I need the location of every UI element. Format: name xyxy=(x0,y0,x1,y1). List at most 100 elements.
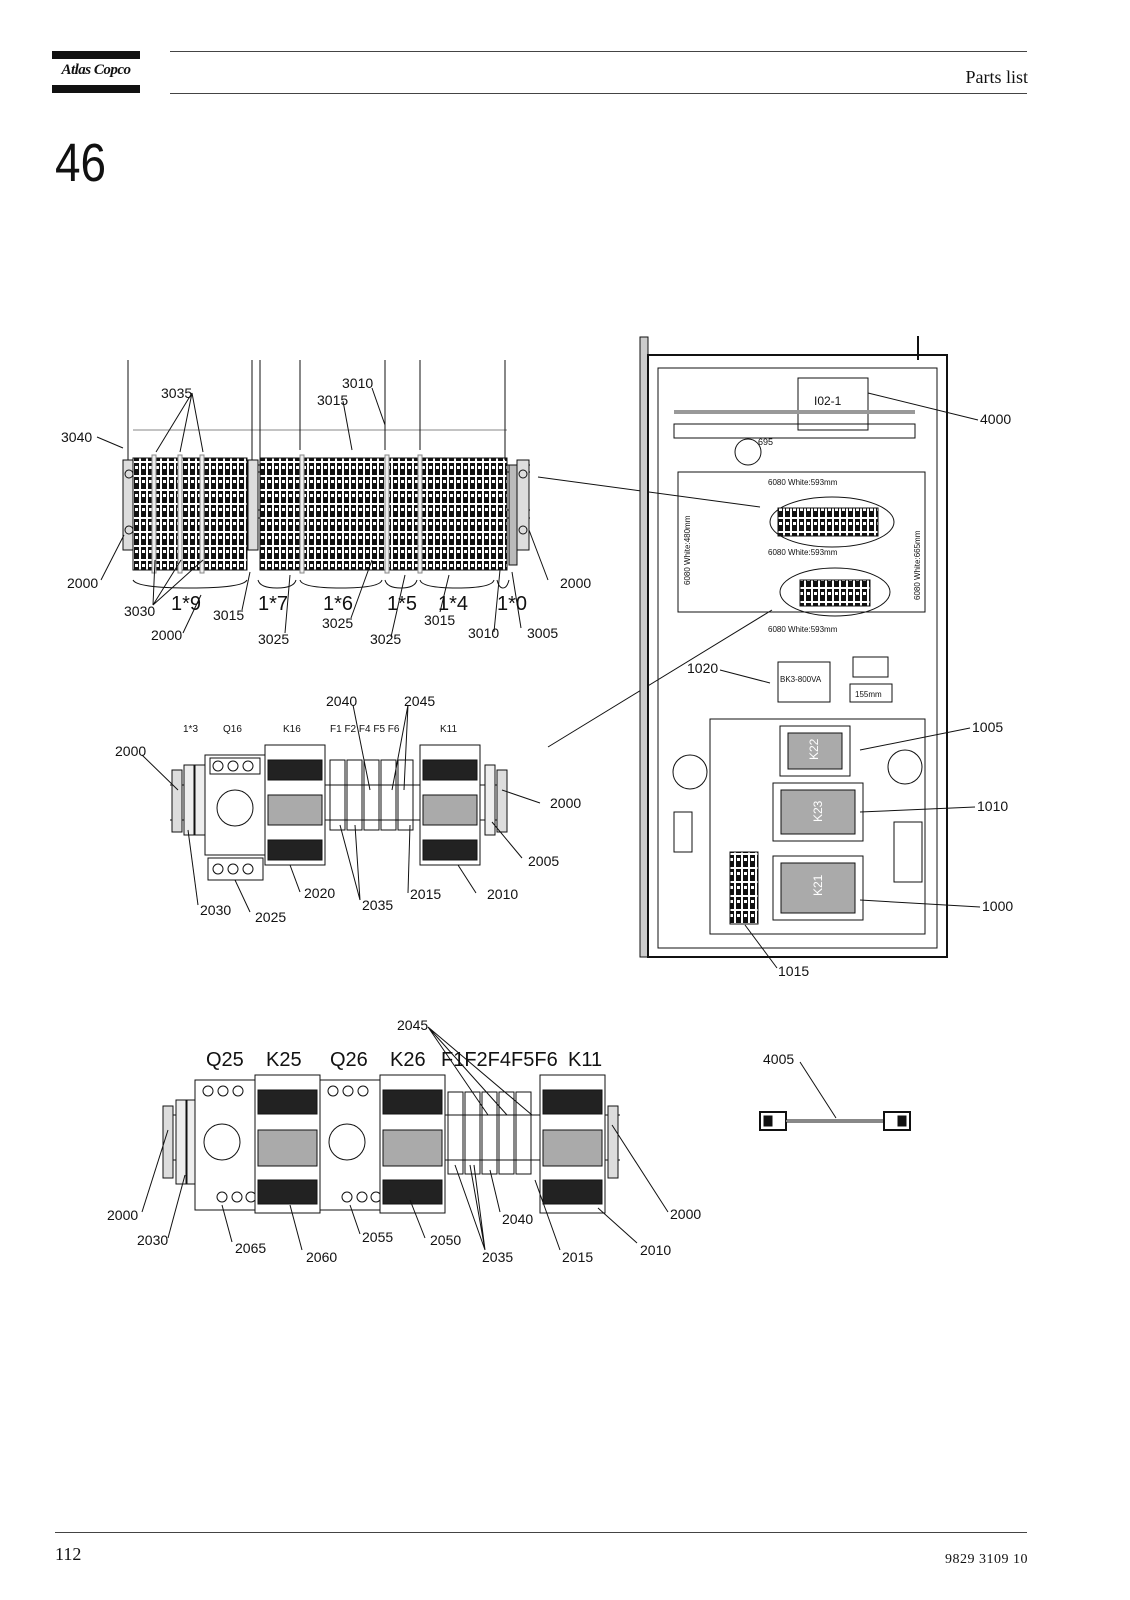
callout-2045: 2045 xyxy=(397,1017,428,1033)
callout-2000: 2000 xyxy=(670,1206,701,1222)
callout-2055: 2055 xyxy=(362,1229,393,1245)
callout-4000: 4000 xyxy=(980,411,1011,427)
document-number: 9829 3109 10 xyxy=(945,1552,1028,1567)
callout-2030: 2030 xyxy=(137,1232,168,1248)
section-number: 46 xyxy=(55,133,107,193)
callout-2035: 2035 xyxy=(362,897,393,913)
label-rail-695: 695 xyxy=(758,437,773,447)
callout-1020: 1020 xyxy=(687,660,718,676)
label-din-rail-2: 6080 White:593mm xyxy=(768,548,838,557)
panel-labels: I02-1 695 6080 White:593mm 6080 White:59… xyxy=(683,394,922,896)
label-vertical-rail-right: 6080 White:665mm xyxy=(913,530,922,600)
callout-2000: 2000 xyxy=(115,743,146,759)
callout-2025: 2025 xyxy=(255,909,286,925)
callout-2040: 2040 xyxy=(326,693,357,709)
callout-2040: 2040 xyxy=(502,1211,533,1227)
callout-3025: 3025 xyxy=(258,631,289,647)
bottom-assembly-drawing xyxy=(162,1074,620,1214)
group-label-1x6: 1*6 xyxy=(323,593,353,615)
atlas-copco-logo: Atlas Copco xyxy=(52,51,140,95)
callout-2045: 2045 xyxy=(404,693,435,709)
label-din-rail-3: 6080 White:593mm xyxy=(768,625,838,634)
label-k11: K11 xyxy=(440,724,457,735)
label-q26: Q26 xyxy=(330,1049,368,1071)
label-k22: K22 xyxy=(807,738,821,760)
logo-text: Atlas Copco xyxy=(61,62,131,78)
group-label-1x7: 1*7 xyxy=(258,593,288,615)
callout-2010: 2010 xyxy=(640,1242,671,1258)
bottom-labels: Q25 K25 Q26 K26 F1F2F4F5F6 K11 xyxy=(206,1049,602,1071)
callout-3015: 3015 xyxy=(317,392,348,408)
callout-2030: 2030 xyxy=(200,902,231,918)
callout-2000: 2000 xyxy=(67,575,98,591)
page-title: Parts list xyxy=(965,67,1028,87)
top-callout-leaders xyxy=(96,387,549,638)
callout-3025: 3025 xyxy=(370,631,401,647)
label-k21: K21 xyxy=(811,874,825,896)
callout-4005: 4005 xyxy=(763,1051,794,1067)
callout-3010: 3010 xyxy=(342,375,373,391)
callout-3025: 3025 xyxy=(322,615,353,631)
callout-3015: 3015 xyxy=(424,612,455,628)
callout-1015: 1015 xyxy=(778,963,809,979)
middle-callout-leaders xyxy=(141,704,541,913)
callout-2020: 2020 xyxy=(304,885,335,901)
callout-3015: 3015 xyxy=(213,607,244,623)
group-label-1x5: 1*5 xyxy=(387,593,417,615)
callout-2000: 2000 xyxy=(151,627,182,643)
logo-bottom-bar xyxy=(52,85,140,93)
cabinet-panel-drawing xyxy=(639,336,948,958)
label-transformer: BK3-800VA xyxy=(780,675,822,684)
callout-2000: 2000 xyxy=(560,575,591,591)
footer-rule xyxy=(55,1532,1027,1533)
group-label-1x4: 1*4 xyxy=(438,593,468,615)
top-callouts: 3040 3035 3010 3015 2000 3030 3015 2000 … xyxy=(61,375,591,647)
header-top-rule xyxy=(170,51,1027,52)
cable-4005-drawing xyxy=(759,1061,911,1131)
label-q25: Q25 xyxy=(206,1049,244,1071)
panel-callouts: 4000 1020 1005 1010 1000 1015 xyxy=(687,411,1013,979)
callout-2015: 2015 xyxy=(562,1249,593,1265)
header-bottom-rule xyxy=(170,93,1027,94)
page-number: 112 xyxy=(55,1544,82,1564)
callout-3005: 3005 xyxy=(527,625,558,641)
label-fuses: F1 F2 F4 F5 F6 xyxy=(330,724,400,735)
callout-3035: 3035 xyxy=(161,385,192,401)
callout-2015: 2015 xyxy=(410,886,441,902)
label-q16: Q16 xyxy=(223,724,242,735)
label-din-rail-1: 6080 White:593mm xyxy=(768,478,838,487)
terminal-strip-drawing xyxy=(122,360,530,589)
callout-2000: 2000 xyxy=(550,795,581,811)
middle-header-labels: 1*3 Q16 K16 F1 F2 F4 F5 F6 K11 xyxy=(183,724,457,735)
bottom-callouts: 2045 2000 2030 2065 2060 2055 2050 2035 … xyxy=(107,1017,701,1265)
callout-1010: 1010 xyxy=(977,798,1008,814)
group-label-1x9: 1*9 xyxy=(171,593,201,615)
group-label-1x0: 1*0 xyxy=(497,593,527,615)
callout-3010: 3010 xyxy=(468,625,499,641)
callout-2065: 2065 xyxy=(235,1240,266,1256)
label-fuses: F1F2F4F5F6 xyxy=(441,1049,558,1071)
callout-3030: 3030 xyxy=(124,603,155,619)
label-155mm: 155mm xyxy=(855,690,882,699)
callout-3040: 3040 xyxy=(61,429,92,445)
label-k26: K26 xyxy=(390,1049,426,1071)
panel-callout-leaders xyxy=(719,392,981,969)
callout-1005: 1005 xyxy=(972,719,1003,735)
callout-2050: 2050 xyxy=(430,1232,461,1248)
label-k25: K25 xyxy=(266,1049,302,1071)
label-vertical-rail-left: 6080 White:480mm xyxy=(683,515,692,585)
label-1x3: 1*3 xyxy=(183,724,198,735)
middle-callouts: 2040 2045 2000 2000 2005 2030 2025 2020 … xyxy=(115,693,581,925)
label-io-module: I02-1 xyxy=(814,394,842,408)
middle-assembly-drawing xyxy=(170,744,508,881)
callout-2005: 2005 xyxy=(528,853,559,869)
callout-2000: 2000 xyxy=(107,1207,138,1223)
label-k23: K23 xyxy=(811,800,825,822)
label-k16: K16 xyxy=(283,724,301,735)
top-group-labels: 1*9 1*7 1*6 1*5 1*4 1*0 xyxy=(171,593,527,615)
callout-2010: 2010 xyxy=(487,886,518,902)
callout-2060: 2060 xyxy=(306,1249,337,1265)
callout-2035: 2035 xyxy=(482,1249,513,1265)
logo-top-bar xyxy=(52,51,140,59)
